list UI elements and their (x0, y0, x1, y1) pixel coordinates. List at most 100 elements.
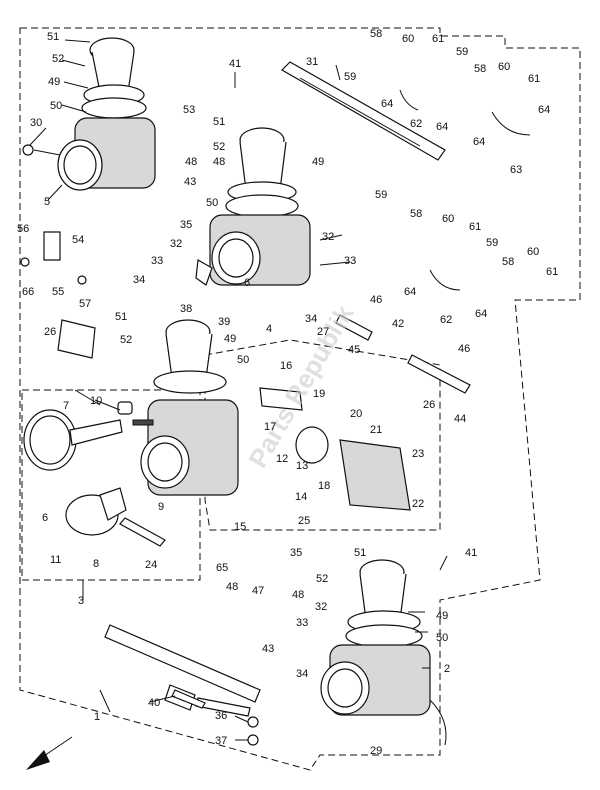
label-38: 38 (180, 303, 192, 315)
label-35: 35 (290, 547, 302, 559)
hoses (335, 89, 531, 394)
carburetor-top-left (22, 37, 156, 191)
label-51: 51 (47, 31, 59, 43)
label-55: 55 (52, 286, 64, 298)
label-50: 50 (50, 100, 62, 112)
label-20: 20 (350, 408, 362, 420)
label-41: 41 (229, 58, 241, 70)
label-62: 62 (440, 314, 452, 326)
label-52: 52 (316, 573, 328, 585)
label-52: 52 (213, 141, 225, 153)
label-21: 21 (370, 424, 382, 436)
label-46: 46 (370, 294, 382, 306)
part-labels: 51 52 49 50 30 5 56 54 66 55 57 26 51 52… (17, 28, 558, 757)
label-50: 50 (237, 354, 249, 366)
label-15: 15 (234, 521, 246, 533)
label-40: 40 (148, 697, 160, 709)
label-35: 35 (180, 219, 192, 231)
fuel-rail-bracket (281, 61, 446, 161)
label-49: 49 (312, 156, 324, 168)
label-4: 4 (266, 323, 272, 335)
label-60: 60 (498, 61, 510, 73)
label-59: 59 (375, 189, 387, 201)
label-61: 61 (546, 266, 558, 278)
label-32: 32 (322, 231, 334, 243)
label-66: 66 (22, 286, 34, 298)
label-27: 27 (317, 326, 329, 338)
label-51: 51 (115, 311, 127, 323)
subassembly-3-box (21, 389, 201, 581)
label-34: 34 (305, 313, 317, 325)
label-64: 64 (404, 286, 416, 298)
label-60: 60 (527, 246, 539, 258)
label-3: 3 (78, 595, 84, 607)
label-32: 32 (170, 238, 182, 250)
assembly-boundary (19, 27, 581, 771)
label-59: 59 (344, 71, 356, 83)
label-1: 1 (94, 711, 100, 723)
label-36: 36 (215, 710, 227, 722)
label-5: 5 (44, 196, 50, 208)
label-51: 51 (213, 116, 225, 128)
label-11: 11 (50, 554, 61, 566)
vacuum-piston (65, 487, 127, 536)
label-57: 57 (79, 298, 91, 310)
label-37: 37 (215, 735, 227, 747)
label-44: 44 (454, 413, 466, 425)
label-33: 33 (344, 255, 356, 267)
label-43: 43 (262, 643, 274, 655)
label-59: 59 (486, 237, 498, 249)
label-43: 43 (184, 176, 196, 188)
front-direction-arrow (26, 736, 73, 770)
label-26: 26 (44, 326, 56, 338)
label-18: 18 (318, 480, 330, 492)
label-49: 49 (224, 333, 236, 345)
label-64: 64 (475, 308, 487, 320)
label-17: 17 (264, 421, 276, 433)
label-33: 33 (296, 617, 308, 629)
label-30: 30 (30, 117, 42, 129)
label-56: 56 (17, 223, 29, 235)
label-50: 50 (436, 632, 448, 644)
label-47: 47 (252, 585, 264, 597)
label-58: 58 (410, 208, 422, 220)
label-48: 48 (185, 156, 197, 168)
label-64: 64 (473, 136, 485, 148)
label-54: 54 (72, 234, 84, 246)
label-29: 29 (370, 745, 382, 757)
carburetor-top-middle (195, 127, 311, 286)
label-31: 31 (306, 56, 318, 68)
label-34: 34 (133, 274, 145, 286)
carburetor-bottom-right (320, 559, 447, 746)
label-34: 34 (296, 668, 308, 680)
label-12: 12 (276, 453, 288, 465)
throttle-linkage (104, 624, 261, 717)
label-50: 50 (206, 197, 218, 209)
label-48: 48 (292, 589, 304, 601)
label-60: 60 (402, 33, 414, 45)
label-16: 16 (280, 360, 292, 372)
label-58: 58 (502, 256, 514, 268)
label-65: 65 (216, 562, 228, 574)
label-64: 64 (436, 121, 448, 133)
label-41: 41 (465, 547, 477, 559)
label-61: 61 (432, 33, 444, 45)
label-7: 7 (63, 400, 69, 412)
label-58: 58 (370, 28, 382, 40)
label-6: 6 (42, 512, 48, 524)
label-48: 48 (213, 156, 225, 168)
small-parts (20, 231, 259, 746)
label-52: 52 (52, 53, 64, 65)
label-33: 33 (151, 255, 163, 267)
label-42: 42 (392, 318, 404, 330)
label-48: 48 (226, 581, 238, 593)
label-62: 62 (410, 118, 422, 130)
label-64: 64 (538, 104, 550, 116)
label-22: 22 (412, 498, 424, 510)
label-39: 39 (218, 316, 230, 328)
label-49: 49 (48, 76, 60, 88)
label-2: 2 (444, 663, 450, 675)
label-49: 49 (436, 610, 448, 622)
label-64: 64 (381, 98, 393, 110)
